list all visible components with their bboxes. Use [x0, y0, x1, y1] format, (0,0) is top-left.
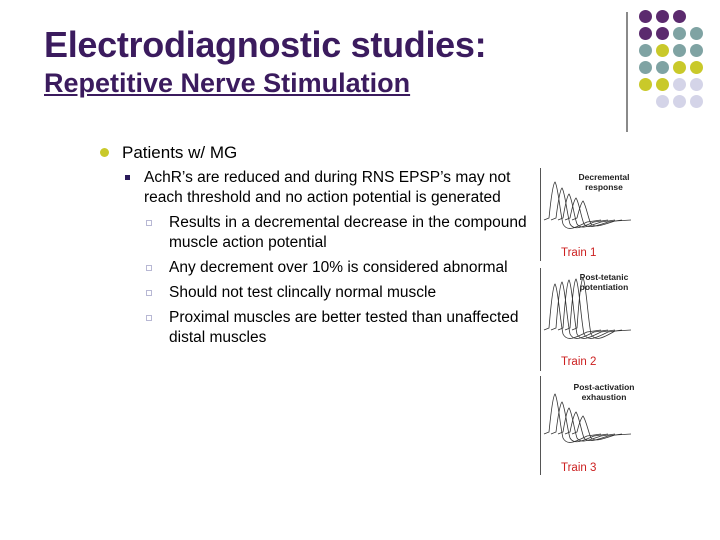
- slide-title: Electrodiagnostic studies: Repetitive Ne…: [44, 24, 604, 100]
- bullet-text: Proximal muscles are better tested than …: [169, 309, 519, 346]
- dot: [639, 78, 652, 91]
- square-bullet-icon: [125, 175, 130, 180]
- dot: [656, 10, 669, 23]
- bullet-text: Any decrement over 10% is considered abn…: [169, 259, 508, 276]
- dot: [639, 27, 652, 40]
- dot: [690, 27, 703, 40]
- bullet-text: AchR’s are reduced and during RNS EPSP’s…: [144, 169, 511, 206]
- decorative-dot-grid: [637, 10, 717, 120]
- panel-label-line1: Decremental: [578, 172, 630, 182]
- dot: [673, 27, 686, 40]
- bullet-level1: Patients w/ MG: [100, 142, 530, 164]
- bullet-level3: Proximal muscles are better tested than …: [146, 308, 530, 348]
- dot: [656, 61, 669, 74]
- waveform-graphic: [543, 181, 632, 229]
- dot: [690, 78, 703, 91]
- bullet-level3: Results in a decremental decrease in the…: [146, 213, 530, 253]
- dot: [673, 61, 686, 74]
- bullet-level3: Any decrement over 10% is considered abn…: [146, 258, 530, 278]
- decorative-divider: [626, 12, 628, 132]
- dot: [673, 10, 686, 23]
- hollow-square-bullet-icon: [146, 220, 152, 226]
- waveform-graphic: [543, 393, 632, 443]
- dot: [673, 95, 686, 108]
- dot: [656, 78, 669, 91]
- hollow-square-bullet-icon: [146, 290, 152, 296]
- bullet-level3: Should not test clincally normal muscle: [146, 283, 530, 303]
- bullet-text: Results in a decremental decrease in the…: [169, 214, 527, 251]
- dot: [690, 61, 703, 74]
- dot: [656, 95, 669, 108]
- panel-label: Decremental response: [569, 172, 639, 192]
- panel-label-line2: exhaustion: [581, 392, 627, 402]
- bullet-list: Patients w/ MG AchR’s are reduced and du…: [100, 142, 530, 348]
- panel-label-line1: Post-activation: [573, 382, 635, 392]
- panel-label: Post-activation exhaustion: [569, 382, 639, 402]
- title-subtitle: Repetitive Nerve Stimulation: [44, 68, 411, 98]
- train-label: Train 1: [561, 247, 597, 259]
- train-label: Train 2: [561, 356, 597, 368]
- dot: [639, 10, 652, 23]
- hollow-square-bullet-icon: [146, 315, 152, 321]
- rns-panel-train-3: Post-activation exhaustion Train 3: [540, 376, 637, 475]
- dot: [690, 44, 703, 57]
- bullet-level2: AchR’s are reduced and during RNS EPSP’s…: [123, 168, 530, 208]
- bullet-dot-icon: [100, 148, 109, 157]
- waveform-graphic: [543, 277, 632, 339]
- bullet-text: Patients w/ MG: [122, 143, 238, 162]
- panel-label-line1: Post-tetanic: [579, 272, 629, 282]
- title-main: Electrodiagnostic studies:: [44, 24, 487, 65]
- train-label: Train 3: [561, 462, 597, 474]
- dot: [639, 44, 652, 57]
- dot: [656, 44, 669, 57]
- dot: [656, 27, 669, 40]
- dot: [673, 44, 686, 57]
- rns-panel-train-1: Decremental response Train 1: [540, 168, 637, 261]
- hollow-square-bullet-icon: [146, 265, 152, 271]
- dot: [690, 95, 703, 108]
- dot: [639, 61, 652, 74]
- dot: [673, 78, 686, 91]
- rns-panel-train-2: Post-tetanic potentiation Train 2: [540, 268, 637, 371]
- panel-label-line2: response: [585, 182, 623, 192]
- panel-label-line2: potentiation: [579, 282, 629, 292]
- panel-label: Post-tetanic potentiation: [569, 272, 639, 292]
- bullet-text: Should not test clincally normal muscle: [169, 284, 437, 301]
